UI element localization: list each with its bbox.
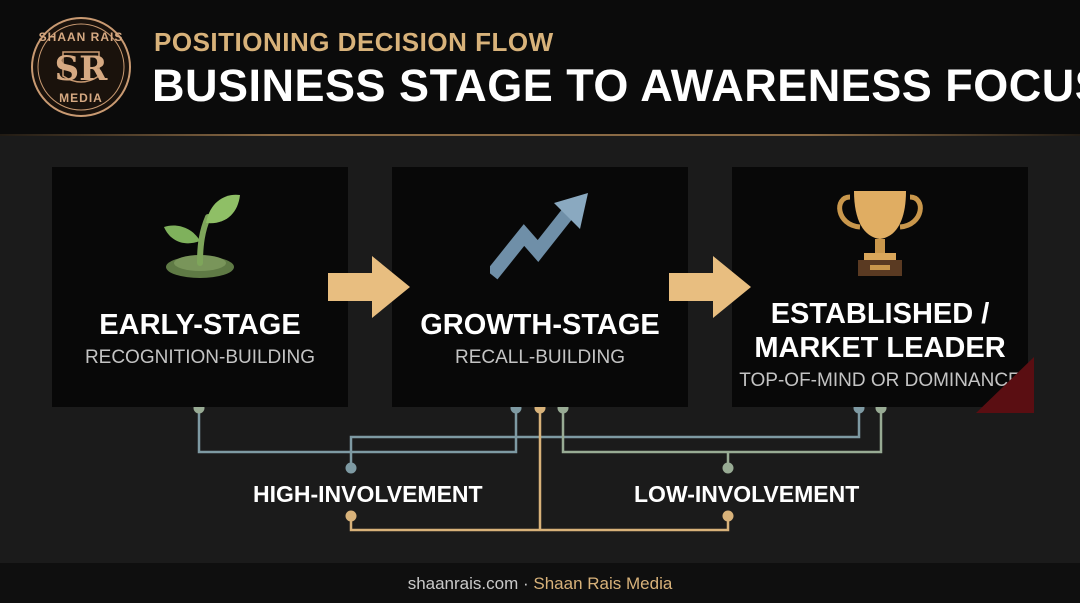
logo-monogram: SR [54, 49, 108, 89]
right-arrow-icon [669, 256, 751, 318]
established-stage-title-line2: MARKET LEADER [754, 332, 1006, 364]
growth-stage-title: GROWTH-STAGE [420, 309, 660, 341]
rising-arrow-icon [490, 193, 588, 280]
low-involvement-label: LOW-INVOLVEMENT [628, 481, 866, 508]
footer-url: shaanrais.com [407, 574, 519, 593]
logo-badge-icon [31, 17, 131, 117]
right-arrow-icon [328, 256, 410, 318]
early-stage-card: EARLY-STAGE RECOGNITION-BUILDING [52, 167, 348, 407]
corner-accent [976, 357, 1034, 413]
early-stage-title: EARLY-STAGE [99, 309, 301, 341]
high-involvement-label: HIGH-INVOLVEMENT [247, 481, 489, 508]
footer-brand: Shaan Rais Media [533, 574, 673, 593]
logo-top-text: SHAAN RAIS [38, 30, 124, 44]
established-stage-card: ESTABLISHED / MARKET LEADER TOP-OF-MIND … [732, 167, 1028, 407]
page-subtitle: POSITIONING DECISION FLOW [154, 27, 554, 57]
established-stage-title-line1: ESTABLISHED / [770, 298, 990, 330]
shaan-rais-media-logo: SHAAN RAIS SR MEDIA [30, 16, 132, 118]
sprout-icon [164, 194, 240, 278]
page-title: BUSINESS STAGE TO AWARENESS FOCUS [152, 60, 1080, 111]
early-stage-focus: RECOGNITION-BUILDING [84, 347, 316, 368]
header-divider [0, 134, 1080, 136]
footer-bar [0, 563, 1080, 603]
footer: shaanrais.com · Shaan Rais Media [0, 574, 1080, 594]
logo-bottom-text: MEDIA [59, 91, 103, 105]
header: SHAAN RAIS SR MEDIA POSITIONING DECISION… [0, 0, 1080, 136]
established-stage-focus: TOP-OF-MIND OR DOMINANCE [739, 370, 1021, 391]
growth-stage-focus: RECALL-BUILDING [455, 347, 625, 368]
growth-stage-card: GROWTH-STAGE RECALL-BUILDING [392, 167, 688, 407]
footer-separator: · [522, 574, 529, 593]
trophy-icon [837, 191, 923, 276]
